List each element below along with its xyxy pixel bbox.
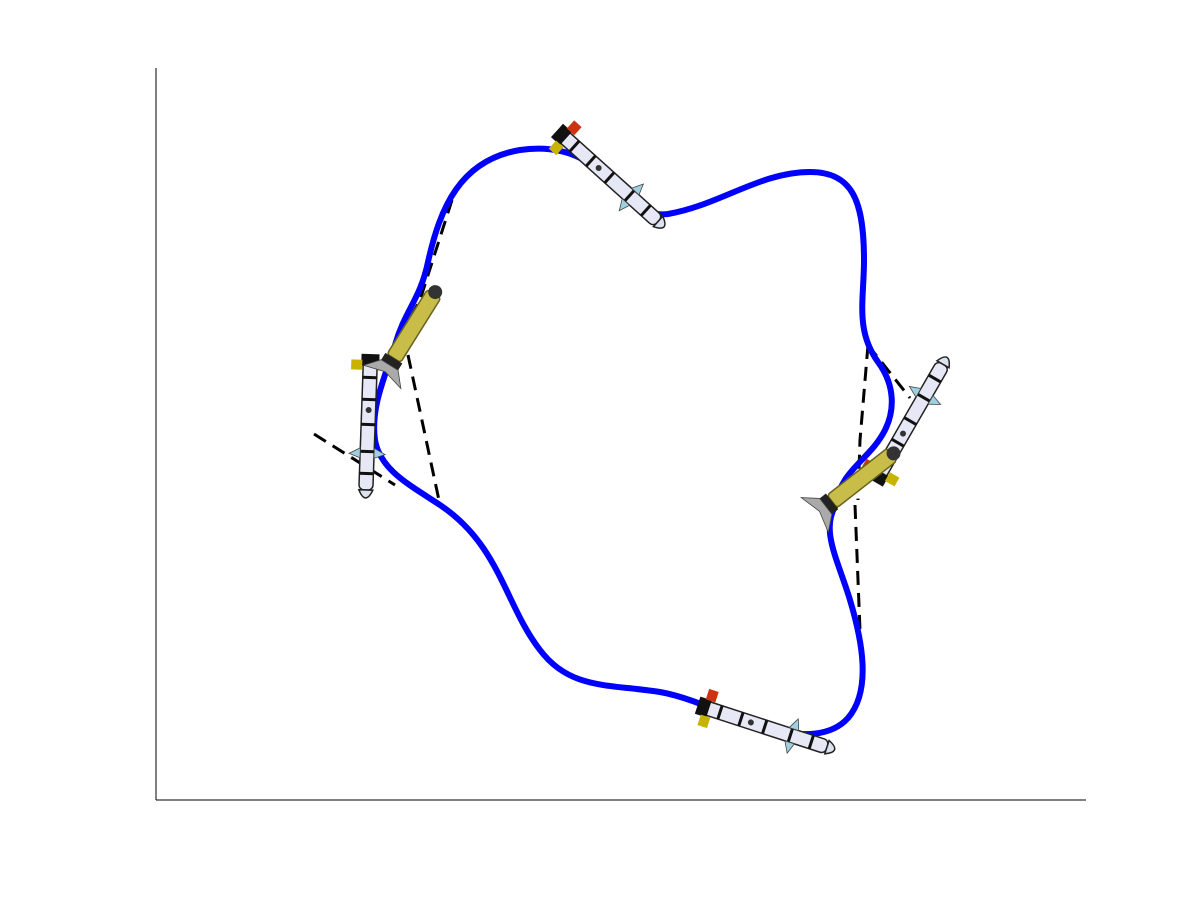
missile-band: [585, 154, 597, 168]
guide-left-upper: [386, 199, 454, 361]
missile-canard: [908, 385, 922, 398]
missile-tail: [694, 696, 712, 718]
missile-canard: [373, 447, 387, 459]
missile-band: [903, 416, 918, 426]
missile-band: [807, 734, 815, 750]
missile-band: [361, 397, 377, 402]
missile-canard: [618, 197, 631, 212]
launch-tube-fin: [362, 359, 402, 390]
launch-tube-base: [819, 493, 839, 515]
missile-canard: [348, 447, 361, 459]
missile-marking: [747, 719, 754, 726]
launch-tube-right: [799, 446, 901, 534]
guide-left-tangent: [313, 432, 396, 487]
missile-band: [737, 712, 745, 727]
missile-canard: [630, 183, 645, 196]
missile-left: [348, 353, 390, 499]
missile-canard: [784, 740, 796, 755]
missile-nose: [652, 214, 666, 229]
missile-band: [927, 373, 942, 384]
missile-band: [361, 422, 376, 427]
missile-fin: [566, 120, 582, 136]
missile-band: [623, 189, 636, 202]
missile-canard: [927, 394, 942, 405]
missile-band: [568, 140, 581, 153]
launch-tube-cap: [886, 446, 901, 461]
missile-nose: [357, 488, 375, 499]
missile-fin: [705, 688, 719, 703]
missile-fin: [351, 359, 363, 370]
missile-canard: [788, 718, 800, 732]
launch-tube-left: [362, 285, 443, 390]
missile-marking: [595, 164, 602, 171]
missile-band: [916, 392, 931, 403]
missile-band: [761, 719, 769, 735]
missile-marking: [365, 407, 372, 414]
missile-band: [786, 728, 794, 743]
missile-band: [360, 449, 375, 454]
missile-top: [548, 120, 666, 229]
missile-nose: [935, 356, 951, 370]
missile-band: [362, 375, 377, 380]
launch-tube-cap: [428, 285, 443, 300]
launch-tube-base: [381, 352, 403, 371]
trajectory-curve: [371, 145, 895, 738]
missile-fin: [548, 140, 564, 156]
missile-band: [359, 471, 374, 476]
guide-lines: [313, 199, 912, 631]
missile-band: [716, 705, 724, 720]
missile-band: [603, 171, 616, 184]
launch-tube-fin: [799, 497, 833, 534]
missile-fin: [697, 714, 711, 729]
launch-tubes-group: [362, 285, 901, 534]
missile-tail: [550, 123, 572, 146]
missiles-group: [348, 120, 951, 755]
missile-marking: [900, 430, 906, 437]
missile-band: [890, 437, 905, 448]
guide-left-lower: [406, 354, 442, 506]
missile-bottom: [694, 688, 836, 755]
missile-fin: [884, 472, 900, 487]
missile-band: [640, 204, 652, 217]
missile-nose: [823, 739, 836, 755]
